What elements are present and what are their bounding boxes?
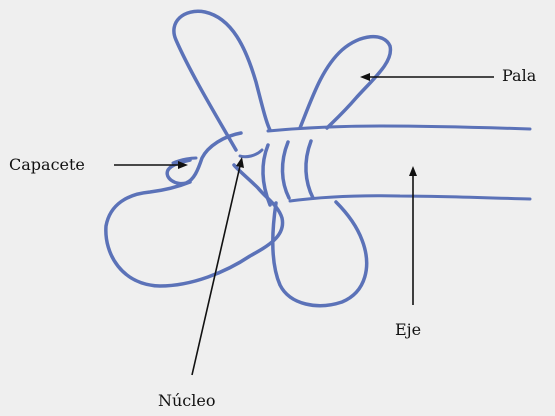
nucleo-pointer-line <box>192 166 240 375</box>
blade-bottom <box>273 202 367 306</box>
label-capacete: Capacete <box>9 156 85 174</box>
hub-arc-2 <box>282 142 289 198</box>
label-pala: Pala <box>502 67 536 85</box>
pala-pointer-arrowhead <box>360 73 370 81</box>
hub-arc-3 <box>306 141 313 198</box>
blade-root <box>240 150 262 157</box>
blade-left <box>106 165 283 286</box>
shaft-bottom-line <box>290 196 530 201</box>
blade-top-left <box>174 11 270 150</box>
eje-pointer-arrowhead <box>409 166 417 176</box>
blade-top-right <box>300 37 390 128</box>
label-eje: Eje <box>395 321 421 339</box>
shaft-top-line <box>268 126 530 131</box>
label-nucleo: Núcleo <box>158 392 215 410</box>
